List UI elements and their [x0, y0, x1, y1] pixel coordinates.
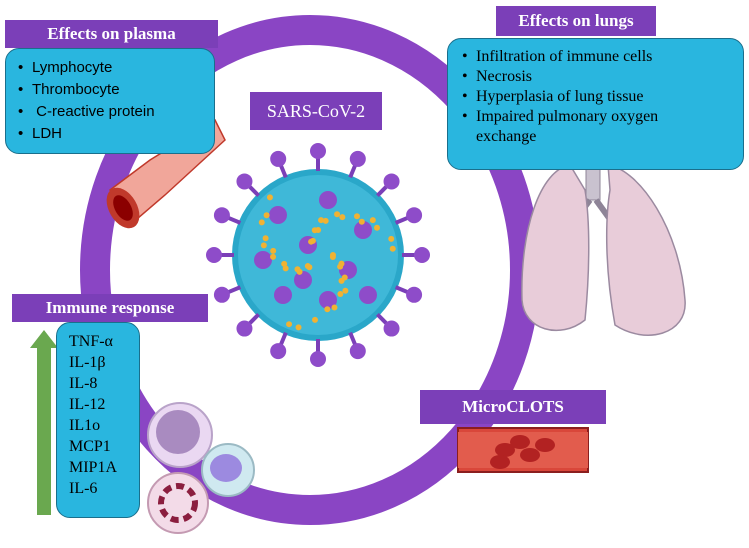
virus-surface-protein: [254, 251, 272, 269]
virus-spike-head: [236, 173, 253, 190]
virus-spike-head: [414, 247, 430, 263]
virus-surface-protein: [319, 291, 337, 309]
virus-spike-head: [383, 173, 400, 190]
virus-surface-dot: [338, 277, 345, 284]
virus-surface-dot: [331, 304, 338, 311]
list-item: •Necrosis: [462, 68, 532, 85]
virus-spike-head: [310, 143, 326, 159]
virus-surface-dot: [312, 316, 319, 323]
immune-response-title: Immune response: [12, 294, 208, 322]
list-item: •Lymphocyte: [18, 59, 113, 76]
lungs-icon: [521, 139, 686, 336]
virus-surface-dot: [389, 245, 396, 252]
list-item: MIP1A: [69, 459, 118, 476]
virus-spike-head: [270, 150, 287, 167]
virus-surface-dot: [258, 219, 265, 226]
virus-spike-head: [206, 247, 222, 263]
virus-surface-dot: [388, 235, 395, 242]
list-item: •Impaired pulmonary oxygen exchange: [462, 108, 659, 145]
plasma-effects-box: •Lymphocyte •Thrombocyte • C-reactive pr…: [5, 48, 215, 154]
virus-spike-head: [349, 150, 366, 167]
virus-spike-head: [236, 320, 253, 337]
plasma-effects-list: •Lymphocyte •Thrombocyte • C-reactive pr…: [18, 57, 214, 145]
list-item: • C-reactive protein: [18, 103, 155, 120]
lungs-effects-title: Effects on lungs: [496, 6, 656, 36]
virus-surface-dot: [270, 253, 277, 260]
virus-surface-dot: [374, 224, 381, 231]
virus-surface-dot: [309, 237, 316, 244]
virus-surface-dot: [260, 242, 267, 249]
list-item: •LDH: [18, 125, 63, 142]
virus-surface-dot: [334, 211, 341, 218]
list-item: IL1o: [69, 417, 101, 434]
virus-surface-protein: [274, 286, 292, 304]
list-item: •Infiltration of immune cells: [462, 48, 653, 65]
virus-surface-dot: [263, 212, 270, 219]
virus-surface-protein: [359, 286, 377, 304]
lungs-effects-list: •Infiltration of immune cells •Necrosis …: [462, 47, 743, 147]
immune-response-box: TNF-α IL-1β IL-8 IL-12 IL1o MCP1 MIP1A I…: [56, 322, 140, 518]
virus-surface-dot: [337, 263, 344, 270]
virus-surface-dot: [358, 218, 365, 225]
virus-surface-dot: [369, 217, 376, 224]
lungs-effects-box: •Infiltration of immune cells •Necrosis …: [447, 38, 744, 170]
virus-spikes: [206, 143, 430, 367]
list-item: IL-12: [69, 396, 106, 413]
virus-surface-dot: [262, 235, 269, 242]
virus-spike-head: [349, 343, 366, 360]
virus-surface-dot: [281, 260, 288, 267]
virus-surface-dot: [339, 214, 346, 221]
virus-spike-head: [213, 286, 230, 303]
virus-surface-protein: [294, 271, 312, 289]
list-item: IL-8: [69, 375, 98, 392]
virus-spike-head: [383, 320, 400, 337]
virus-surface-dot: [294, 266, 301, 273]
virus-spike-head: [310, 351, 326, 367]
virus-surface-protein: [319, 191, 337, 209]
virus-spike-head: [270, 343, 287, 360]
virus-surface-protein: [269, 206, 287, 224]
virus-spike-head: [406, 286, 423, 303]
list-item: IL-1β: [69, 354, 106, 371]
virus-surface-dot: [304, 263, 311, 270]
virus-surface-dot: [286, 321, 293, 328]
list-item: •Thrombocyte: [18, 81, 120, 98]
up-arrow-icon: [30, 330, 58, 515]
microclot-vessel-icon: [457, 427, 589, 473]
virus-surface-dot: [324, 306, 331, 313]
list-item: •Hyperplasia of lung tissue: [462, 88, 644, 105]
virus-surface-dot: [353, 213, 360, 220]
virus-surface-protein: [354, 221, 372, 239]
virus-spike-head: [213, 207, 230, 224]
virus-surface-dot: [295, 324, 302, 331]
immune-response-list: TNF-α IL-1β IL-8 IL-12 IL1o MCP1 MIP1A I…: [69, 331, 139, 499]
immune-cells-icon: [147, 402, 255, 534]
virus-surface-dot: [315, 227, 322, 234]
list-item: IL-6: [69, 480, 98, 497]
list-item: TNF-α: [69, 333, 113, 350]
virus-surface-dot: [322, 217, 329, 224]
virus-surface-dot: [270, 247, 277, 254]
virus-surface-dot: [266, 194, 273, 201]
virus-spike-head: [406, 207, 423, 224]
virus-surface-dot: [337, 291, 344, 298]
plasma-effects-title: Effects on plasma: [5, 20, 218, 48]
microclots-title: MicroCLOTS: [420, 390, 606, 424]
virus-surface-dot: [342, 287, 349, 294]
virus-surface-dot: [329, 253, 336, 260]
virus-surface-dot: [318, 217, 325, 224]
list-item: MCP1: [69, 438, 111, 455]
virus-label: SARS-CoV-2: [250, 92, 382, 130]
